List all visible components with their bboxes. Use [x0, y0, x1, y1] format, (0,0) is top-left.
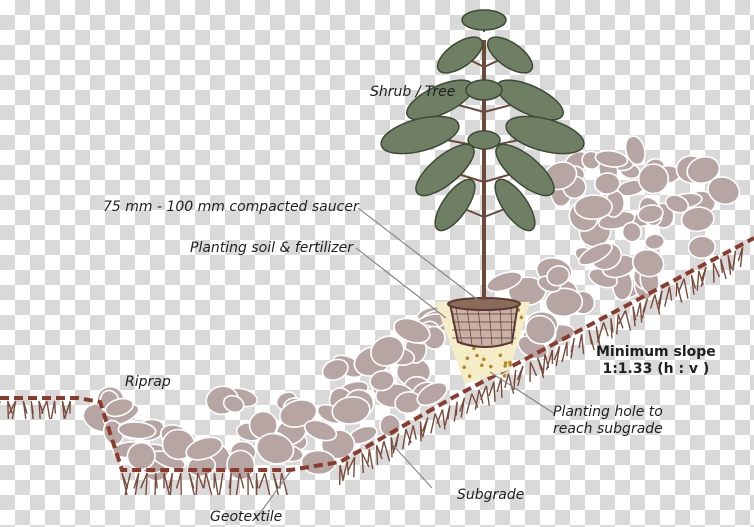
root-strand	[391, 437, 394, 457]
root-strand	[219, 473, 222, 495]
root-strand	[214, 473, 218, 495]
root-strand	[343, 461, 349, 481]
root-strand	[633, 306, 636, 326]
root-strand	[611, 318, 613, 338]
root-strand	[637, 303, 642, 323]
label-compacted-saucer: 75 mm - 100 mm compacted saucer	[103, 199, 359, 216]
label-subgrade: Subgrade	[457, 487, 524, 504]
root-strand	[619, 310, 631, 330]
root-strand	[259, 473, 270, 495]
root-strand	[530, 362, 537, 382]
root-strand	[51, 401, 55, 419]
root-strand	[738, 247, 742, 267]
root-strand	[454, 402, 457, 422]
callout-leader-line	[392, 444, 432, 488]
root-strand	[554, 346, 559, 366]
root-strand	[423, 417, 428, 437]
rock	[638, 163, 669, 194]
root-strand	[728, 255, 732, 275]
leaf	[466, 80, 502, 100]
root-strand	[518, 366, 524, 386]
minimum-slope-line2: 1:1.33 (h : v )	[596, 361, 716, 378]
soil-dot	[466, 356, 470, 360]
soil-dot	[489, 365, 493, 369]
root-strand	[229, 473, 231, 495]
root-strand	[598, 322, 609, 342]
root-strand	[691, 275, 695, 295]
root-strand	[713, 263, 719, 283]
root-strand	[514, 370, 516, 390]
root-strand	[9, 401, 15, 419]
soil-dot	[475, 354, 479, 358]
root-strand	[409, 425, 417, 445]
minimum-slope-line1: Minimum slope	[596, 344, 716, 361]
root-strand	[42, 401, 50, 419]
soil-dot	[462, 365, 466, 369]
label-shrub-tree: Shrub / Tree	[370, 84, 455, 101]
root-strand	[31, 401, 33, 419]
root-strand	[481, 386, 490, 406]
root-strand	[538, 358, 544, 378]
soil-dot	[520, 316, 524, 320]
root-strand	[421, 421, 422, 441]
leaf	[432, 30, 488, 79]
root-strand	[658, 291, 662, 311]
callout-leader-line	[358, 208, 478, 300]
shrub-tree-icon	[377, 10, 588, 300]
root-strand	[23, 401, 27, 419]
planting-hole-line1: Planting hole to	[553, 404, 663, 421]
root-strand	[340, 465, 343, 485]
rock	[644, 233, 665, 251]
soil-dot	[504, 361, 508, 365]
soil-dot	[503, 374, 507, 378]
root-strand	[589, 330, 594, 350]
root-strand	[437, 410, 445, 430]
label-riprap: Riprap	[125, 374, 171, 391]
soil-dot	[499, 354, 503, 358]
root-strand	[177, 473, 182, 495]
rock	[688, 235, 716, 259]
label-minimum-slope: Minimum slope 1:1.33 (h : v )	[596, 344, 716, 378]
root-strand	[571, 338, 574, 358]
root-strand	[141, 473, 148, 495]
root-strand	[721, 259, 726, 279]
root-strand	[169, 473, 172, 495]
rock	[594, 172, 620, 194]
root-strand	[562, 342, 567, 362]
callout-leader-line	[490, 372, 555, 414]
root-strand	[431, 414, 440, 434]
label-geotextile: Geotextile	[210, 509, 282, 526]
root-strand	[204, 473, 212, 495]
root-strand	[665, 287, 672, 307]
leaf	[482, 30, 538, 79]
root-strand	[134, 473, 139, 495]
soil-dot	[480, 364, 484, 368]
root-strand	[733, 251, 736, 271]
rock	[574, 194, 612, 219]
label-planting-soil: Planting soil & fertilizer	[190, 240, 353, 257]
leaf	[468, 131, 500, 149]
root-strand	[497, 378, 502, 398]
root-strand	[475, 390, 483, 410]
root-strand	[460, 398, 465, 418]
leaf	[462, 10, 506, 30]
soil-dot	[508, 361, 512, 365]
root-strand	[445, 406, 450, 426]
root-strand	[489, 382, 495, 402]
root-strand	[256, 473, 257, 495]
soil-dot	[482, 358, 486, 362]
root-strand	[579, 334, 584, 354]
callout-leader-line	[356, 248, 446, 318]
root-strand	[122, 473, 128, 495]
root-strand	[189, 473, 194, 495]
root-strand	[642, 299, 647, 319]
planting-hole-line2: reach subgrade	[553, 421, 663, 438]
label-planting-hole: Planting hole to reach subgrade	[553, 404, 663, 438]
soil-dot	[468, 374, 472, 378]
